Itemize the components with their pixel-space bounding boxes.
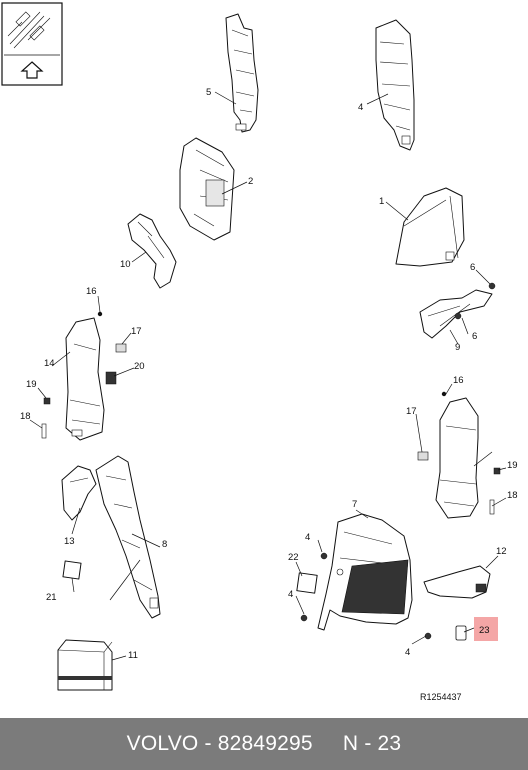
part-12-handle: [423, 565, 491, 599]
callout-6-bottom: 6: [472, 331, 477, 342]
callout-21: 21: [46, 592, 57, 603]
part-21-pad: [62, 560, 82, 580]
callout-5: 5: [206, 87, 211, 98]
callout-4-mid: 4: [288, 589, 293, 600]
callout-1: 1: [379, 196, 384, 207]
callout-7: 7: [352, 499, 357, 510]
callout-11: 11: [128, 650, 138, 661]
callout-23-highlight: 23: [474, 617, 498, 641]
callout-23: 23: [479, 625, 490, 636]
up-arrow-icon: [20, 61, 44, 79]
callout-12: 12: [496, 546, 507, 557]
footer-text: VOLVO - 82849295 N - 23: [126, 732, 402, 755]
part-9-bracket: [419, 282, 496, 339]
callout-13: 13: [64, 536, 75, 547]
leader-lines: [29, 91, 507, 661]
part-23-clip: [455, 625, 467, 641]
part-10-bracket: [127, 213, 177, 289]
callout-19-left: 19: [26, 379, 37, 390]
callout-23-box: [474, 617, 498, 641]
part-11-box: [57, 639, 113, 691]
callout-16-left: 16: [86, 286, 97, 297]
callout-4-bottom: 4: [405, 647, 410, 658]
callout-18-left: 18: [20, 411, 31, 422]
part-5-panel: [225, 13, 259, 133]
part-22-pad: [296, 572, 318, 594]
callout-8: 8: [162, 539, 167, 550]
callout-22: 22: [288, 552, 299, 563]
callout-17-left: 17: [131, 326, 142, 337]
parts-diagram: 5 4 2 1 10 6 6 9 16 17 14 20 19 18 16 17…: [1, 2, 518, 702]
callout-20: 20: [134, 361, 145, 372]
callout-17-right: 17: [406, 406, 417, 417]
footer-bar: VOLVO - 82849295 N - 23: [0, 718, 528, 770]
part-2-module: [179, 137, 235, 241]
part-14-pillar-trim: [41, 311, 127, 441]
callout-18-right: 18: [507, 490, 518, 501]
right-pillar-trim: [417, 391, 501, 519]
part-8-pillar: [95, 455, 161, 619]
part-1-cover: [395, 187, 465, 267]
callout-10: 10: [120, 259, 131, 270]
callout-6-top: 6: [470, 262, 475, 273]
part-3-panel: [375, 19, 415, 151]
callout-3: 4: [358, 102, 363, 113]
callout-14: 14: [44, 358, 55, 369]
callout-19-right: 19: [507, 460, 518, 471]
callout-16-right: 16: [453, 375, 464, 386]
callout-2: 2: [248, 176, 253, 187]
reference-code: R1254437: [420, 692, 462, 702]
screw-4-group: [300, 552, 432, 640]
part-7-side-panel: [317, 513, 413, 631]
callout-9: 9: [455, 342, 460, 353]
orientation-box: [1, 2, 63, 86]
callout-labels: 5 4 2 1 10 6 6 9 16 17 14 20 19 18 16 17…: [20, 87, 518, 661]
callout-4-top: 4: [305, 532, 310, 543]
part-13-cover: [61, 465, 97, 521]
